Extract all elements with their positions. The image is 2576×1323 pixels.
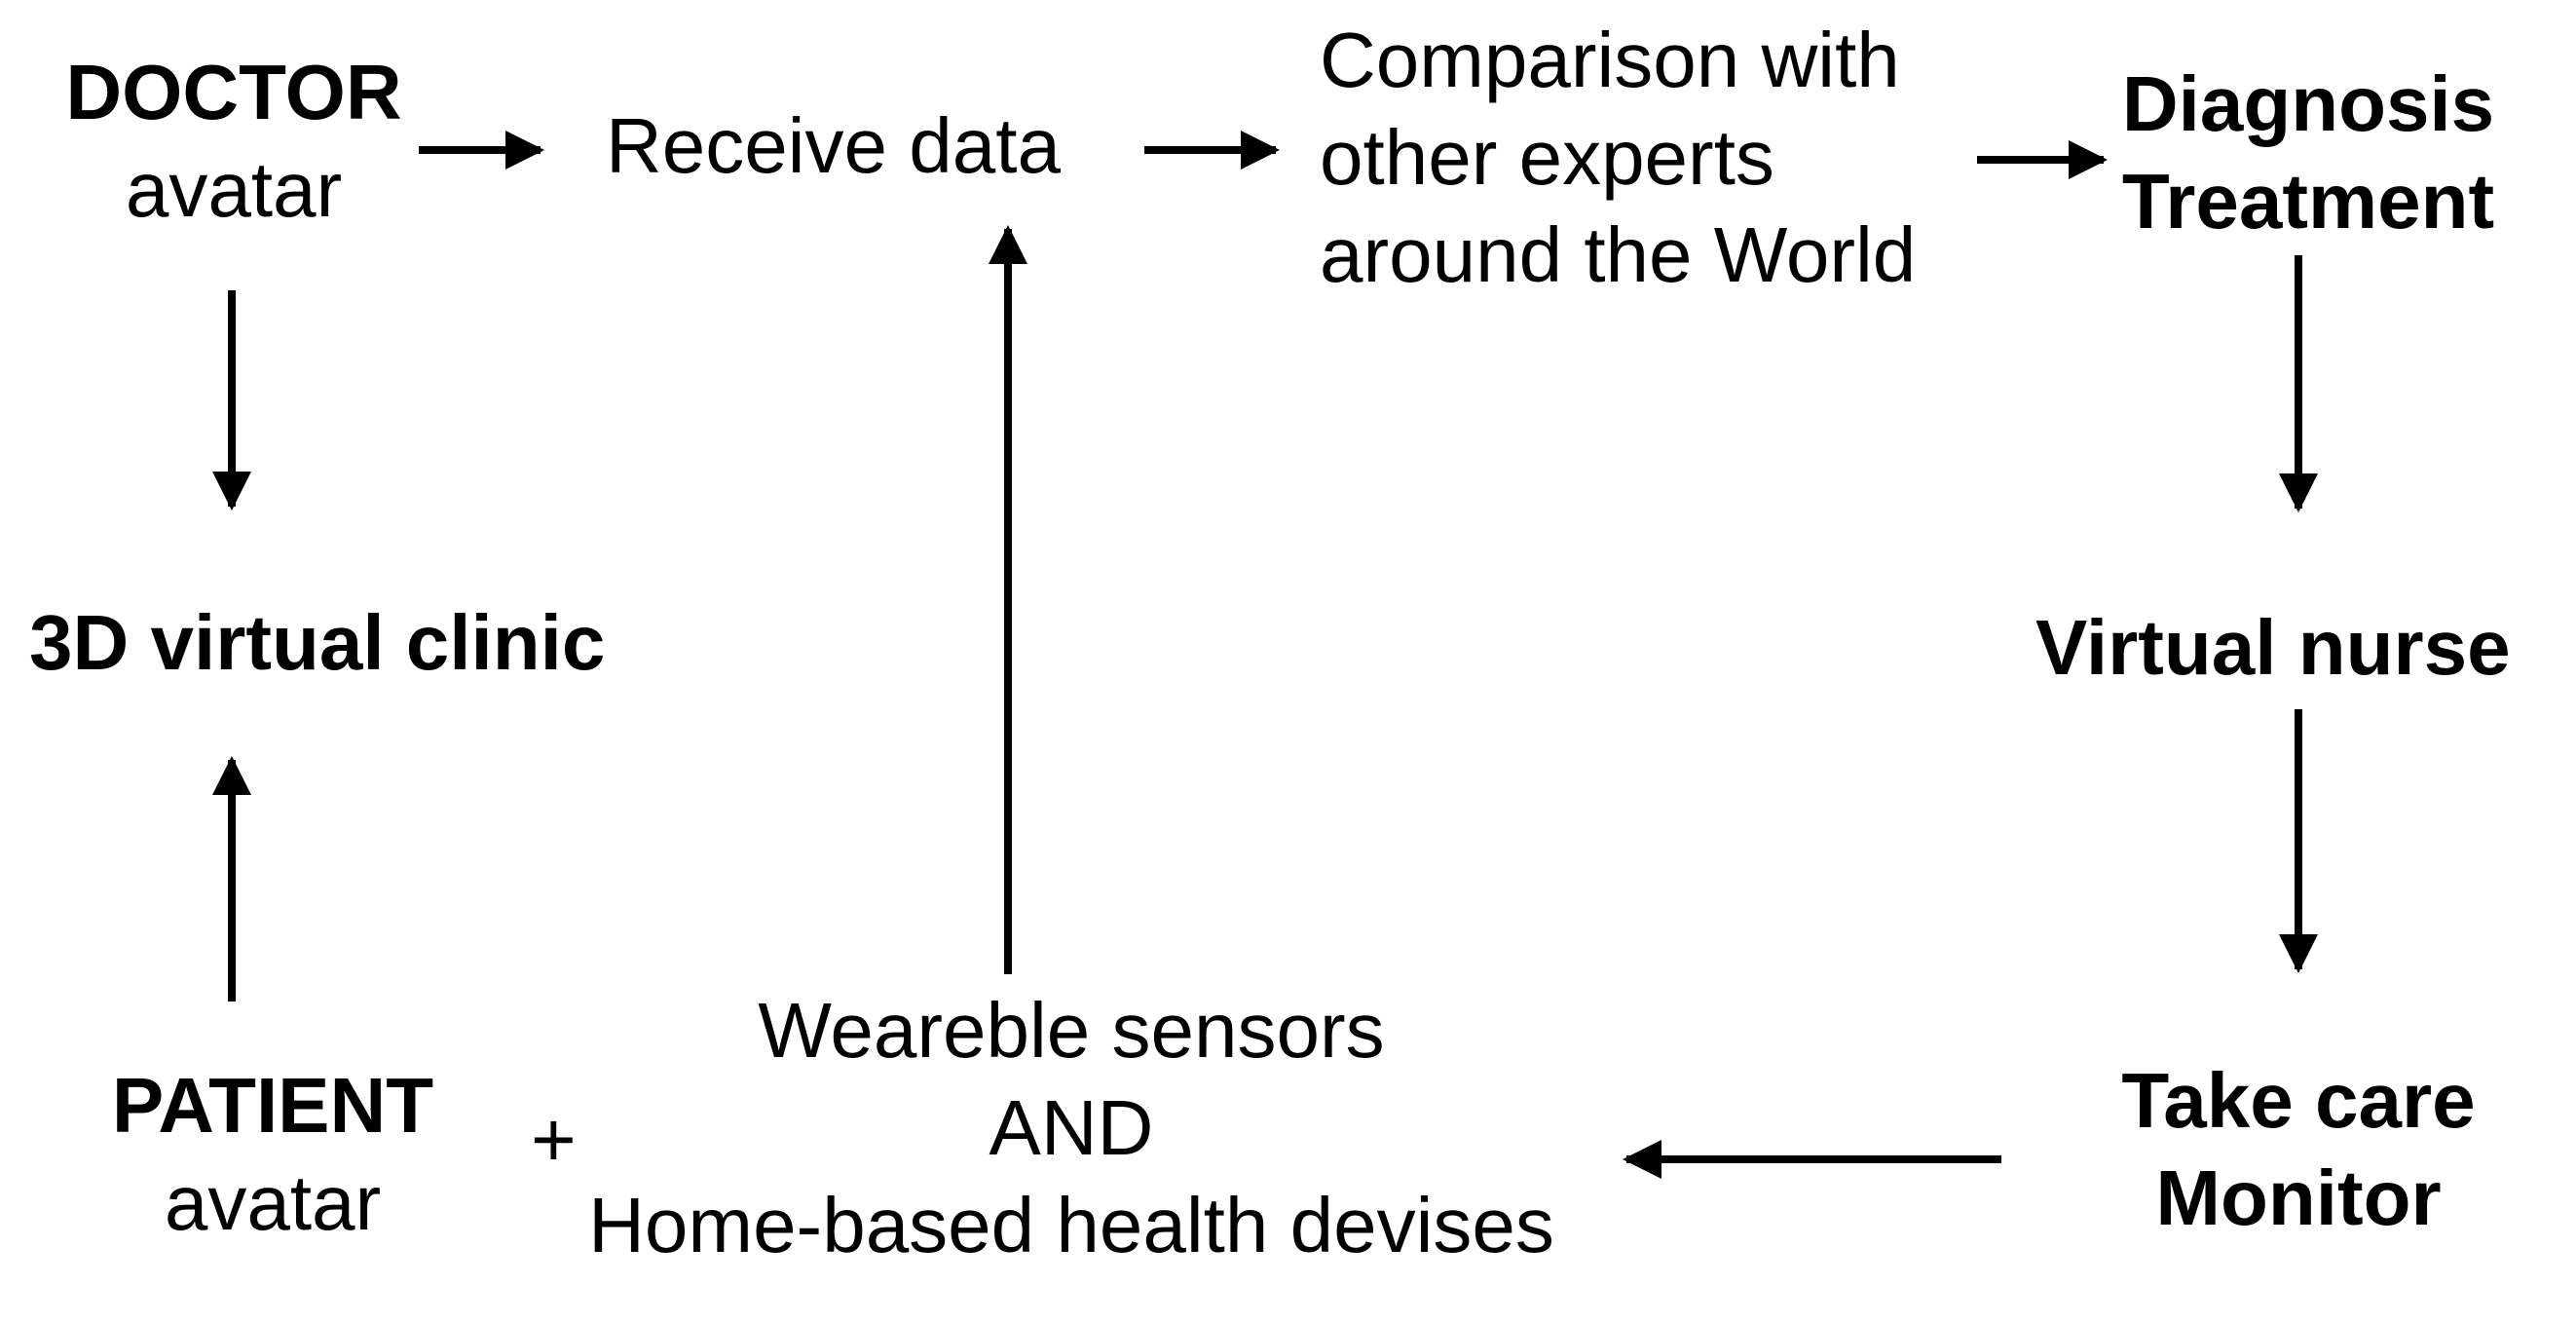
treatment-label: Treatment: [2121, 158, 2495, 245]
plus-label: +: [531, 1096, 577, 1183]
monitor-label: Monitor: [2155, 1154, 2442, 1241]
comparison-node: Comparison with other experts around the…: [1320, 12, 1916, 304]
virtual-nurse-node: Virtual nurse: [2035, 599, 2511, 697]
plus-sign: +: [531, 1091, 577, 1189]
diagnosis-label: Diagnosis: [2121, 60, 2495, 147]
diagnosis-node: Diagnosis Treatment: [2104, 56, 2513, 250]
virtual-clinic-label: 3D virtual clinic: [29, 599, 606, 686]
comparison-line-2: other experts: [1320, 114, 1774, 201]
comparison-line-1: Comparison with: [1320, 17, 1900, 103]
patient-title: PATIENT: [111, 1062, 434, 1149]
take-care-label: Take care: [2121, 1057, 2476, 1144]
patient-node: PATIENT avatar: [78, 1057, 467, 1252]
wearable-sensors-label: Weareble sensors: [758, 987, 1385, 1074]
devices-node: Weareble sensors AND Home-based health d…: [516, 982, 1626, 1274]
doctor-node: DOCTOR avatar: [39, 44, 429, 239]
comparison-line-3: around the World: [1320, 211, 1917, 298]
receive-data-label: Receive data: [606, 102, 1061, 189]
doctor-title: DOCTOR: [65, 49, 402, 135]
virtual-nurse-label: Virtual nurse: [2035, 604, 2511, 691]
home-devices-label: Home-based health devises: [588, 1182, 1554, 1268]
doctor-subtitle: avatar: [125, 146, 343, 233]
patient-subtitle: avatar: [164, 1159, 382, 1246]
and-label: AND: [989, 1084, 1154, 1171]
take-care-node: Take care Monitor: [2074, 1052, 2522, 1247]
receive-data-node: Receive data: [606, 97, 1061, 195]
virtual-clinic-node: 3D virtual clinic: [29, 594, 605, 692]
